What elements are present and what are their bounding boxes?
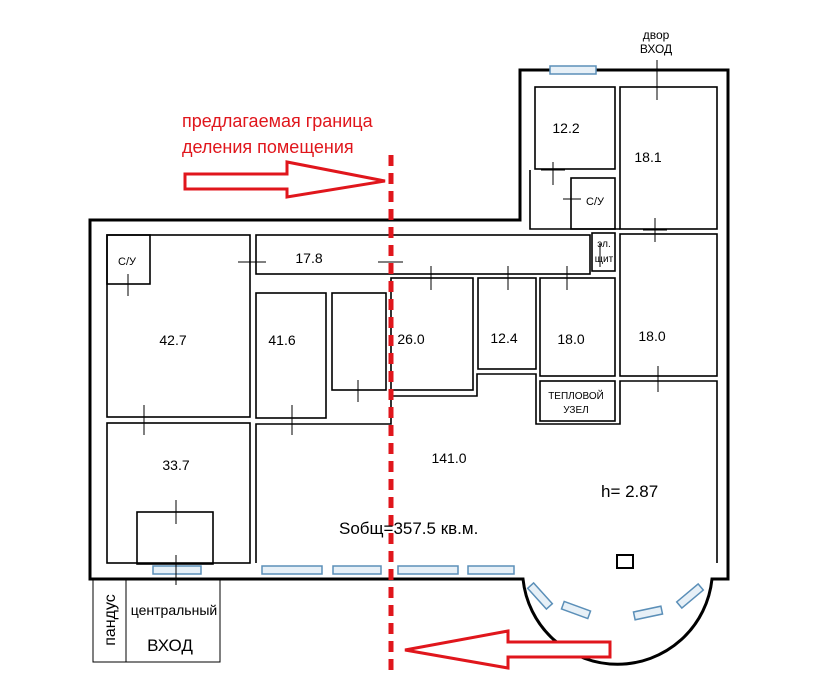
room-33-7-closet (136, 511, 214, 565)
room-label-18-1: 18.1 (634, 149, 661, 165)
room-label-wc-right: С/У (586, 196, 605, 208)
arrow-right (183, 160, 386, 199)
room-41-6 (255, 292, 327, 419)
room-label-42-7: 42.7 (159, 332, 186, 348)
room-17-8 (255, 234, 591, 275)
windows (152, 65, 597, 575)
room-label-12-2: 12.2 (552, 120, 579, 136)
room-141-0 (255, 373, 718, 563)
top-entrance-line-1: двор (643, 28, 670, 42)
room-label-18-0-b: 18.0 (638, 328, 665, 344)
main-entrance-line-1: центральный (131, 602, 217, 618)
room-label-electrical-1: эл. (597, 239, 611, 250)
outer-walls (88, 68, 730, 666)
room-33-7 (106, 422, 251, 564)
room-label-wc-left: С/У (118, 256, 137, 268)
room-label-18-0-a: 18.0 (557, 331, 584, 347)
room-12-4 (477, 277, 537, 370)
room-label-33-7: 33.7 (162, 457, 189, 473)
column-square (616, 554, 634, 569)
room-18-0-a (539, 277, 616, 377)
ceiling-height: h= 2.87 (601, 482, 658, 501)
room-label-141-0: 141.0 (431, 450, 466, 466)
door-markers (116, 60, 669, 585)
room-label-heating-2: УЗЕЛ (563, 405, 588, 416)
room-label-17-8: 17.8 (295, 250, 322, 266)
top-entrance-line-2: ВХОД (640, 42, 672, 56)
room-label-heating-1: ТЕПЛОВОЙ (548, 389, 604, 402)
room-26-0 (390, 277, 474, 391)
room-label-electrical-2: щит (595, 254, 614, 265)
room-label-26-0: 26.0 (397, 331, 424, 347)
room-label-41-6: 41.6 (268, 332, 295, 348)
bay-windows (526, 581, 705, 621)
room-small-closet (331, 292, 387, 391)
main-entrance-block (92, 578, 221, 663)
room-electrical (591, 232, 616, 272)
ramp-label: пандус (102, 594, 119, 646)
total-area: Sобщ=357.5 кв.м. (339, 519, 478, 538)
caption-line-1: предлагаемая граница (182, 111, 374, 131)
room-heating (539, 380, 616, 422)
arrow-left (404, 629, 612, 670)
room-label-12-4: 12.4 (490, 330, 517, 346)
main-entrance-line-2: ВХОД (147, 636, 193, 655)
inner-walls (106, 86, 718, 565)
room-18-0-b (619, 233, 718, 377)
caption-line-2: деления помещения (182, 137, 354, 157)
room-12-2 (534, 86, 616, 170)
room-42-7 (106, 234, 251, 418)
